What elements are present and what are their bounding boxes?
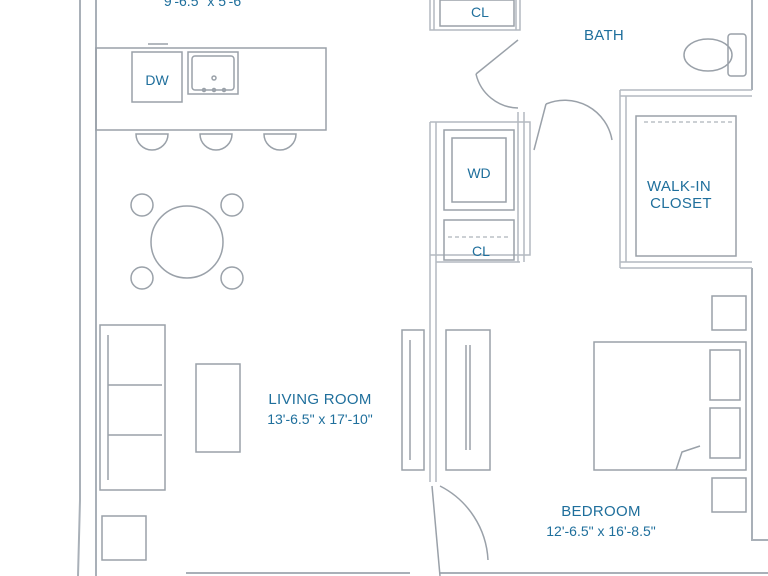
walk-in-closet-label-line2: CLOSET	[650, 195, 712, 212]
sofa	[99, 324, 166, 491]
dining-table	[130, 193, 244, 290]
bedroom-label: BEDROOM	[561, 503, 641, 520]
bar-stools	[135, 133, 297, 151]
washer-dryer-label: WD	[467, 165, 490, 181]
washer-dryer-closet	[443, 129, 515, 211]
dishwasher-label: DW	[145, 72, 169, 88]
side-table	[101, 515, 147, 561]
bedroom-dimensions: 12'-6.5" x 16'-8.5"	[546, 523, 655, 539]
living-room-dimensions: 13'-6.5" x 17'-10"	[267, 411, 373, 427]
top-room-dimensions: 9'-6.5" x 5'-6"	[164, 0, 246, 9]
kitchen-sink	[187, 51, 239, 95]
walk-in-closet-label-line1: WALK-IN	[647, 178, 711, 195]
closet-top-label: CL	[471, 4, 489, 20]
dishwasher	[131, 51, 183, 103]
doors	[431, 39, 613, 576]
kitchen-counter	[95, 43, 327, 131]
nightstand-bottom	[711, 477, 747, 513]
bed	[593, 341, 747, 471]
living-room-label: LIVING ROOM	[268, 391, 371, 408]
partition-walls	[429, 0, 752, 482]
walk-in-closet-shelving	[635, 115, 737, 257]
coffee-table	[195, 363, 241, 453]
closet-mid	[443, 219, 515, 261]
closet-top	[439, 0, 515, 27]
tv-console	[401, 329, 425, 471]
wardrobe	[445, 329, 491, 471]
nightstand-top	[711, 295, 747, 331]
bath-label: BATH	[584, 27, 624, 44]
toilet	[683, 33, 747, 77]
closet-mid-label: CL	[472, 243, 490, 259]
